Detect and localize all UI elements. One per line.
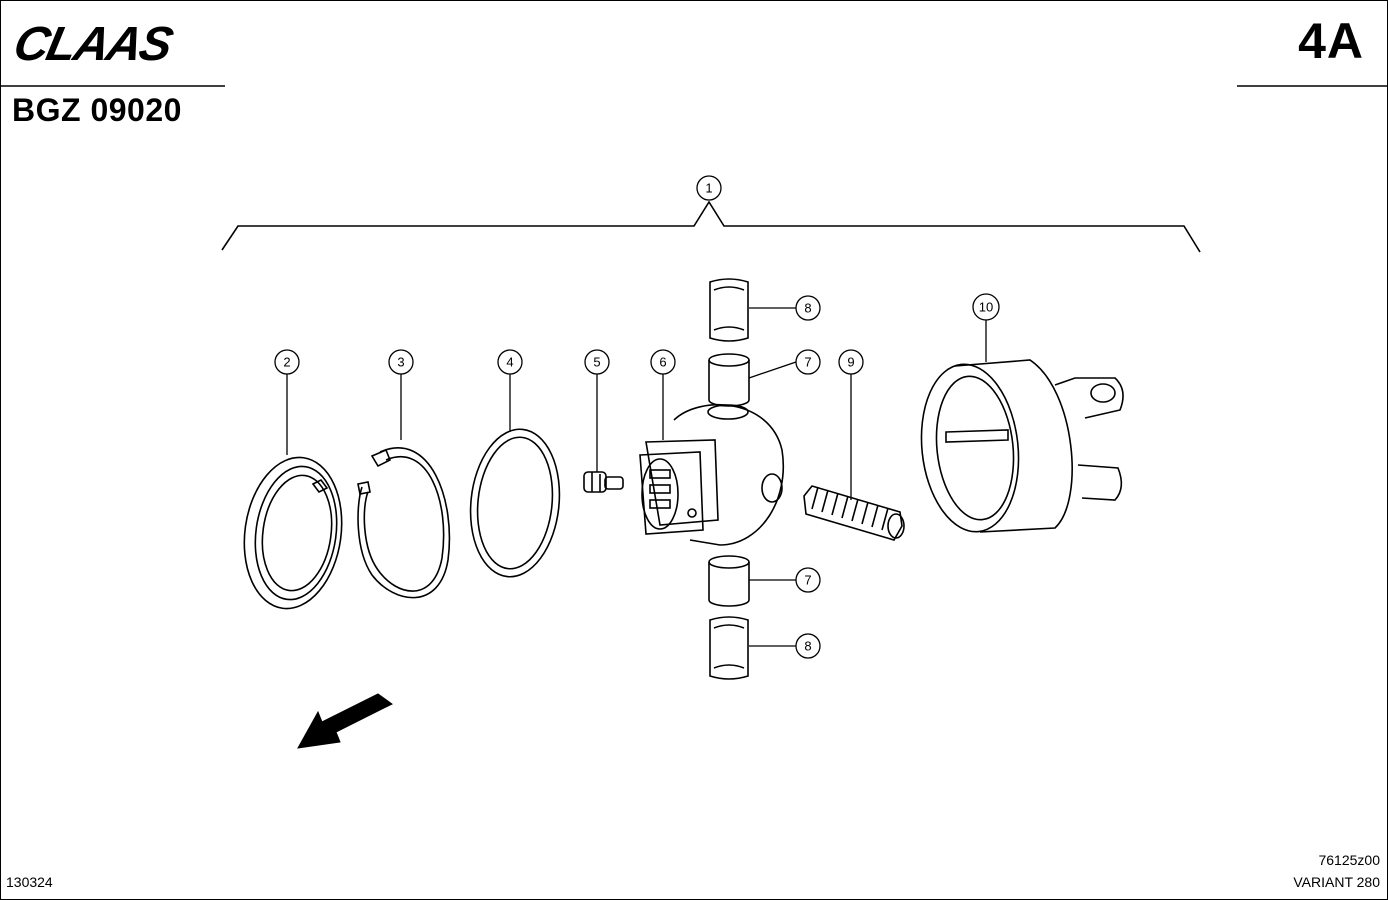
leader-lines bbox=[286, 307, 987, 647]
callout-8-top: 8 bbox=[804, 301, 811, 316]
callout-5: 5 bbox=[593, 355, 600, 370]
callout-7-bottom: 7 bbox=[804, 573, 811, 588]
callout-9: 9 bbox=[847, 355, 854, 370]
callout-7-top: 7 bbox=[804, 355, 811, 370]
callout-circle-4 bbox=[497, 349, 523, 375]
callout-8-bottom: 8 bbox=[804, 639, 811, 654]
drawing-reference: 76125z00 bbox=[1318, 852, 1380, 868]
callout-10: 10 bbox=[979, 300, 993, 315]
part-bushing-bottom bbox=[708, 555, 750, 607]
callout-circle-1 bbox=[696, 175, 722, 201]
callout-circles bbox=[274, 175, 1000, 659]
callout-circle-5 bbox=[584, 349, 610, 375]
document-id: BGZ 09020 bbox=[12, 92, 182, 128]
direction-arrow-icon bbox=[297, 693, 393, 749]
part-pin-top bbox=[709, 278, 749, 342]
assembly-bracket bbox=[221, 200, 1201, 253]
callout-circle-7a bbox=[795, 349, 821, 375]
part-snap-ring bbox=[357, 447, 451, 599]
date-code: 130324 bbox=[6, 874, 53, 890]
model-name: VARIANT 280 bbox=[1293, 874, 1380, 890]
callout-circle-2 bbox=[274, 349, 300, 375]
part-grease-nipple bbox=[583, 471, 624, 493]
callout-circle-6 bbox=[650, 349, 676, 375]
part-yoke-housing bbox=[920, 359, 1124, 533]
callout-circle-9 bbox=[838, 349, 864, 375]
callout-6: 6 bbox=[659, 355, 666, 370]
callout-4: 4 bbox=[506, 355, 513, 370]
page-code: 4A bbox=[1298, 13, 1364, 69]
part-spring-pin bbox=[803, 485, 905, 541]
callout-circle-3 bbox=[388, 349, 414, 375]
callout-1: 1 bbox=[705, 181, 712, 196]
part-thrust-washer bbox=[243, 456, 343, 610]
callout-2: 2 bbox=[283, 355, 290, 370]
callout-circle-8b bbox=[795, 633, 821, 659]
svg-text:CLAAS: CLAAS bbox=[12, 20, 177, 66]
callout-circle-7b bbox=[795, 567, 821, 593]
claas-logo: CLAAS bbox=[12, 20, 177, 66]
part-splined-hub bbox=[639, 403, 784, 546]
part-pin-bottom bbox=[709, 616, 749, 680]
callout-3: 3 bbox=[397, 355, 404, 370]
callout-circle-10 bbox=[972, 293, 1000, 321]
callout-circle-8a bbox=[795, 295, 821, 321]
part-bushing-top bbox=[708, 353, 750, 407]
part-seal-ring bbox=[469, 428, 561, 578]
